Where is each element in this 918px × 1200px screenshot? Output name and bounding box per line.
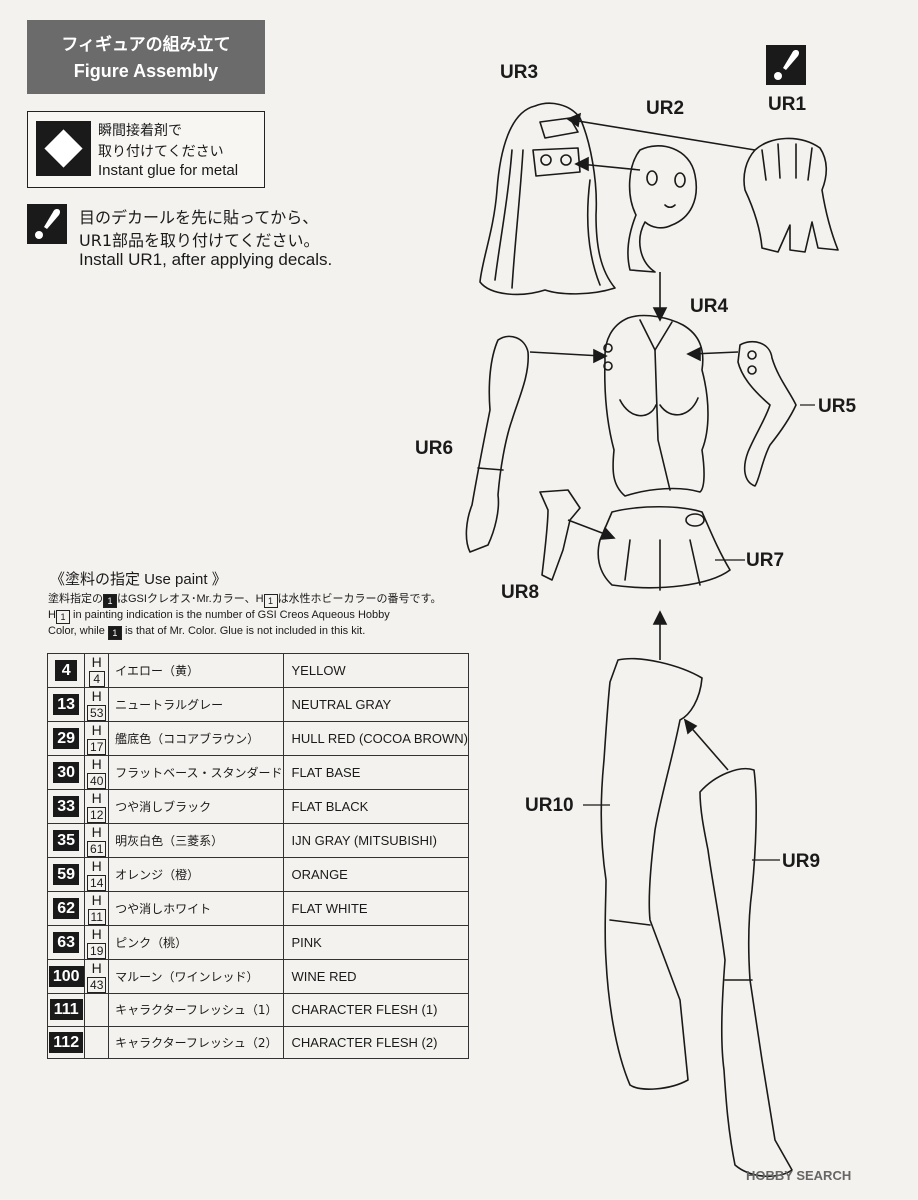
mr-color-number: 100	[46, 959, 86, 994]
mr-color-number: 59	[46, 857, 86, 892]
part-ur10-leg	[600, 657, 703, 1090]
paint-name-jp: キャラクターフレッシュ（1）	[108, 993, 284, 1027]
part-ur5-arm	[737, 341, 797, 487]
hobby-color-number: H40	[84, 755, 110, 790]
hobby-color-number: H43	[84, 959, 110, 994]
hobby-color-number: H14	[84, 857, 110, 892]
decal-note-line2: UR1部品を取り付けてください。	[79, 231, 320, 250]
paint-name-jp: 明灰白色（三菱系）	[108, 823, 284, 858]
section-title-jp: フィギュアの組み立て	[61, 35, 231, 55]
paint-name-en: ORANGE	[282, 857, 470, 892]
hobby-color-number: H61	[84, 823, 110, 858]
part-ur4-torso	[603, 314, 709, 497]
paint-name-en: IJN GRAY (MITSUBISHI)	[282, 823, 470, 858]
paint-name-en: FLAT BLACK	[282, 789, 470, 824]
paint-name-jp: ピンク（桃）	[108, 925, 284, 960]
mr-color-number: 112	[46, 1025, 86, 1059]
decal-note-line3: Install UR1, after applying decals.	[79, 250, 333, 269]
watermark: HOBBY SEARCH	[746, 1168, 852, 1183]
paint-name-en: CHARACTER FLESH (1)	[282, 993, 470, 1027]
hobby-color-number: H17	[84, 721, 110, 756]
section-title-en: Figure Assembly	[73, 61, 219, 81]
assembly-arrows	[529, 112, 756, 771]
mr-color-number: 62	[46, 891, 86, 926]
paint-name-jp: 艦底色（ココアブラウン）	[108, 721, 284, 756]
part-ur8-holster	[539, 489, 581, 581]
label-ur1: UR1	[768, 94, 807, 115]
glue-note-line1: 瞬間接着剤で	[98, 123, 182, 139]
paint-title: 《塗料の指定 Use paint 》	[50, 571, 227, 588]
hobby-color-number: H19	[84, 925, 110, 960]
part-ur7-skirt	[597, 505, 731, 589]
glue-note-line2: 取り付けてください	[98, 144, 224, 160]
paint-name-en: FLAT WHITE	[282, 891, 470, 926]
paint-name-jp: キャラクターフレッシュ（2）	[108, 1025, 284, 1059]
part-ur3-hair-back	[479, 102, 616, 296]
label-ur2: UR2	[646, 98, 685, 119]
mr-color-number: 63	[46, 925, 86, 960]
label-ur8: UR8	[501, 582, 540, 603]
part-ur2-head	[627, 145, 697, 273]
mr-color-number: 13	[46, 687, 86, 722]
label-ur6: UR6	[415, 438, 454, 459]
part-ur6-arm	[465, 335, 529, 553]
paint-name-jp: オレンジ（橙）	[108, 857, 284, 892]
mr-color-number: 30	[46, 755, 86, 790]
glue-note-line3: Instant glue for metal	[98, 162, 239, 179]
label-ur4: UR4	[690, 296, 729, 317]
label-ur9: UR9	[782, 851, 821, 872]
mr-color-number: 111	[46, 993, 86, 1027]
paint-name-en: HULL RED (COCOA BROWN)	[282, 721, 470, 756]
label-ur10: UR10	[525, 795, 574, 816]
paint-name-jp: マルーン（ワインレッド）	[108, 959, 284, 994]
paint-name-jp: フラットベース・スタンダード	[108, 755, 284, 790]
hobby-color-number	[84, 993, 110, 1027]
exclamation-icon	[766, 45, 806, 85]
part-ur9-leg	[699, 768, 793, 1178]
label-ur3: UR3	[500, 62, 539, 83]
section-title: フィギュアの組み立て Figure Assembly	[27, 20, 265, 94]
glue-note: 瞬間接着剤で 取り付けてください Instant glue for metal	[27, 111, 265, 188]
hobby-color-number: H4	[84, 653, 110, 688]
hobby-color-number: H53	[84, 687, 110, 722]
paint-name-en: CHARACTER FLESH (2)	[282, 1025, 470, 1059]
diamond-glue-icon	[36, 121, 91, 176]
mr-color-number: 4	[46, 653, 86, 688]
mr-color-number: 35	[46, 823, 86, 858]
exclamation-icon	[27, 204, 67, 244]
paint-row: 112 キャラクターフレッシュ（2）CHARACTER FLESH (2)	[46, 1025, 470, 1059]
paint-name-en: PINK	[282, 925, 470, 960]
paint-name-en: NEUTRAL GRAY	[282, 687, 470, 722]
paint-name-en: YELLOW	[282, 653, 470, 688]
hobby-color-number: H11	[84, 891, 110, 926]
label-ur5: UR5	[818, 396, 857, 417]
label-ur7: UR7	[746, 550, 785, 571]
hobby-color-number: H12	[84, 789, 110, 824]
paint-name-jp: イエロー（黄）	[108, 653, 284, 688]
paint-name-jp: ニュートラルグレー	[108, 687, 284, 722]
paint-name-jp: つや消しホワイト	[108, 891, 284, 926]
paint-name-en: FLAT BASE	[282, 755, 470, 790]
hobby-color-number	[84, 1025, 110, 1059]
part-ur1-bangs	[743, 137, 839, 253]
paint-row: 111 キャラクターフレッシュ（1）CHARACTER FLESH (1)	[46, 993, 470, 1027]
paint-name-en: WINE RED	[282, 959, 470, 994]
mr-color-number: 33	[46, 789, 86, 824]
paint-name-jp: つや消しブラック	[108, 789, 284, 824]
mr-color-number: 29	[46, 721, 86, 756]
decal-note-line1: 目のデカールを先に貼ってから、	[79, 208, 319, 227]
